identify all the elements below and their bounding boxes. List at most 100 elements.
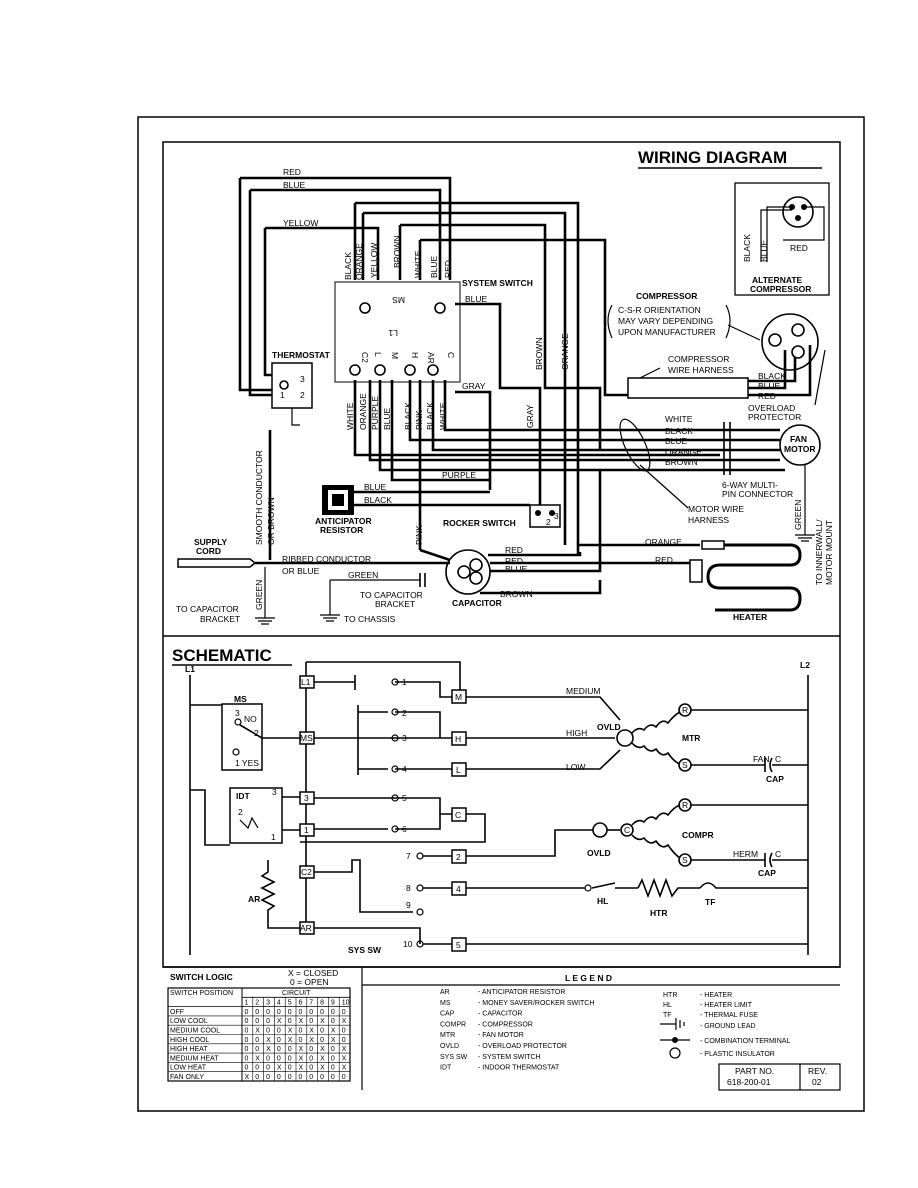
switch-logic-cell: 0 — [245, 1018, 249, 1025]
sch-term-ar: AR — [300, 923, 312, 933]
heater-orange: ORANGE — [645, 537, 682, 547]
switch-logic-cell: 0 — [320, 1009, 324, 1016]
compressor-harness-label-2: WIRE HARNESS — [668, 365, 734, 375]
switch-logic-cell: 0 — [245, 1028, 249, 1035]
sch-term-c: C — [455, 810, 461, 820]
legend-desc: - ANTICIPATOR RESISTOR — [478, 989, 565, 996]
legend-abbr: CAP — [440, 1011, 455, 1018]
switch-position-name: LOW HEAT — [170, 1065, 207, 1072]
switch-logic-cell: X — [342, 1046, 347, 1053]
multi-pin-connector — [723, 422, 731, 475]
multi-pin-label-2: PIN CONNECTOR — [722, 489, 793, 499]
ribbed-conductor-label-2: OR BLUE — [282, 566, 320, 576]
supply-cord-label-2: CORD — [196, 546, 221, 556]
to-cap-bracket-2b: BRACKET — [375, 599, 415, 609]
switch-logic-key-2: 0 = OPEN — [290, 977, 329, 987]
sch-fan-label: FAN — [753, 754, 770, 764]
sch-fan-c: C — [775, 754, 781, 764]
switch-logic-cell: X — [320, 1018, 325, 1025]
svg-text:3: 3 — [300, 374, 305, 384]
sch-ar: AR — [248, 894, 260, 904]
sch-compr-label: COMPR — [682, 830, 714, 840]
sch-yes: 1 YES — [235, 758, 259, 768]
sch-hl: HL — [597, 896, 608, 906]
switch-logic-cell: 0 — [331, 1055, 335, 1062]
ss-gray-label: GRAY — [462, 381, 486, 391]
fan-brown: BROWN — [665, 457, 698, 467]
alt-compressor-label-1: ALTERNATE — [752, 275, 803, 285]
switch-logic-cell: 0 — [299, 1028, 303, 1035]
sch-medium: MEDIUM — [566, 686, 600, 696]
ground-lead-icon — [660, 1018, 685, 1030]
sch-compr-c: C — [624, 825, 630, 835]
w-white-1: WHITE — [345, 402, 355, 430]
switch-logic-cell: 0 — [288, 1074, 292, 1081]
switch-logic-cell: X — [299, 1055, 304, 1062]
legend-desc: - COMPRESSOR — [478, 1021, 533, 1028]
ss-orange-label: ORANGE — [354, 243, 364, 280]
legend-abbr: IDT — [440, 1065, 452, 1072]
sch-mtr-label: MTR — [682, 733, 700, 743]
thermostat-body — [271, 362, 313, 409]
circuit-number: 6 — [299, 1000, 303, 1007]
svg-text:1: 1 — [280, 390, 285, 400]
sch-sys-sw: SYS SW — [348, 945, 382, 955]
circuit-number: 2 — [255, 1000, 259, 1007]
cap-red-1: RED — [505, 545, 523, 555]
svg-text:1: 1 — [271, 832, 276, 842]
anticipator-label-1: ANTICIPATOR — [315, 516, 372, 526]
legend-desc: - PLASTIC INSULATOR — [700, 1051, 775, 1058]
to-cap-bracket-1a: TO CAPACITOR — [176, 604, 239, 614]
compressor-note-1: C-S-R ORIENTATION — [618, 305, 701, 315]
legend-desc: - MONEY SAVER/ROCKER SWITCH — [478, 1000, 594, 1007]
compressor-harness-label-1: COMPRESSOR — [668, 354, 729, 364]
ms-switch-box — [221, 703, 263, 771]
switch-logic-cell: 0 — [309, 1009, 313, 1016]
ar-blue-label: BLUE — [364, 482, 387, 492]
legend-abbr: TF — [663, 1012, 672, 1019]
motor-harness-label-1: MOTOR WIRE — [688, 504, 744, 514]
legend-desc: - GROUND LEAD — [700, 1023, 756, 1030]
compressor-note-2: MAY VARY DEPENDING — [618, 316, 713, 326]
w-blue-1: BLUE — [382, 407, 392, 430]
fan-motor-label-2: MOTOR — [784, 444, 815, 454]
ss-blue-label: BLUE — [429, 255, 439, 278]
part-no-value: 618-200-01 — [727, 1077, 771, 1087]
c10: 10 — [403, 939, 413, 949]
svg-text:3: 3 — [554, 511, 559, 521]
legend-abbr: MS — [440, 1000, 451, 1007]
svg-text:2: 2 — [300, 390, 305, 400]
switch-logic-cell: 0 — [331, 1009, 335, 1016]
switch-logic-cell: X — [255, 1055, 260, 1062]
legend-desc: - FAN MOTOR — [478, 1032, 524, 1039]
to-cap-bracket-1b: BRACKET — [200, 614, 240, 624]
sch-motor-r: R — [682, 705, 688, 715]
harness-red: RED — [758, 391, 776, 401]
svg-text:3: 3 — [272, 787, 277, 797]
svg-text:3: 3 — [235, 708, 240, 718]
switch-logic-cell: 0 — [266, 1028, 270, 1035]
ribbed-conductor-label-1: RIBBED CONDUCTOR — [282, 554, 371, 564]
switch-logic-cell: X — [288, 1028, 293, 1035]
compressor-label: COMPRESSOR — [636, 291, 697, 301]
switch-logic-cell: 0 — [320, 1037, 324, 1044]
svg-text:2: 2 — [254, 728, 259, 738]
motor-harness-label-2: HARNESS — [688, 515, 729, 525]
heater-element — [706, 543, 802, 612]
legend-desc: - INDOOR THERMOSTAT — [478, 1065, 560, 1072]
switch-logic-cell: 0 — [266, 1018, 270, 1025]
sch-herm: HERM — [733, 849, 758, 859]
orange-run-label: ORANGE — [560, 333, 570, 370]
capacitor-label: CAPACITOR — [452, 598, 502, 608]
switch-position-name: FAN ONLY — [170, 1074, 204, 1081]
legend-abbr: OVLD — [440, 1043, 459, 1050]
sch-term-3: 3 — [304, 793, 309, 803]
brown-run-label: BROWN — [534, 337, 544, 370]
sch-term-m: M — [455, 692, 462, 702]
sch-term-l1: L1 — [301, 677, 311, 687]
circuit-number: 3 — [266, 1000, 270, 1007]
sch-term-ms: MS — [300, 733, 313, 743]
switch-logic-cell: 0 — [288, 1065, 292, 1072]
switch-logic-cell: 0 — [245, 1046, 249, 1053]
